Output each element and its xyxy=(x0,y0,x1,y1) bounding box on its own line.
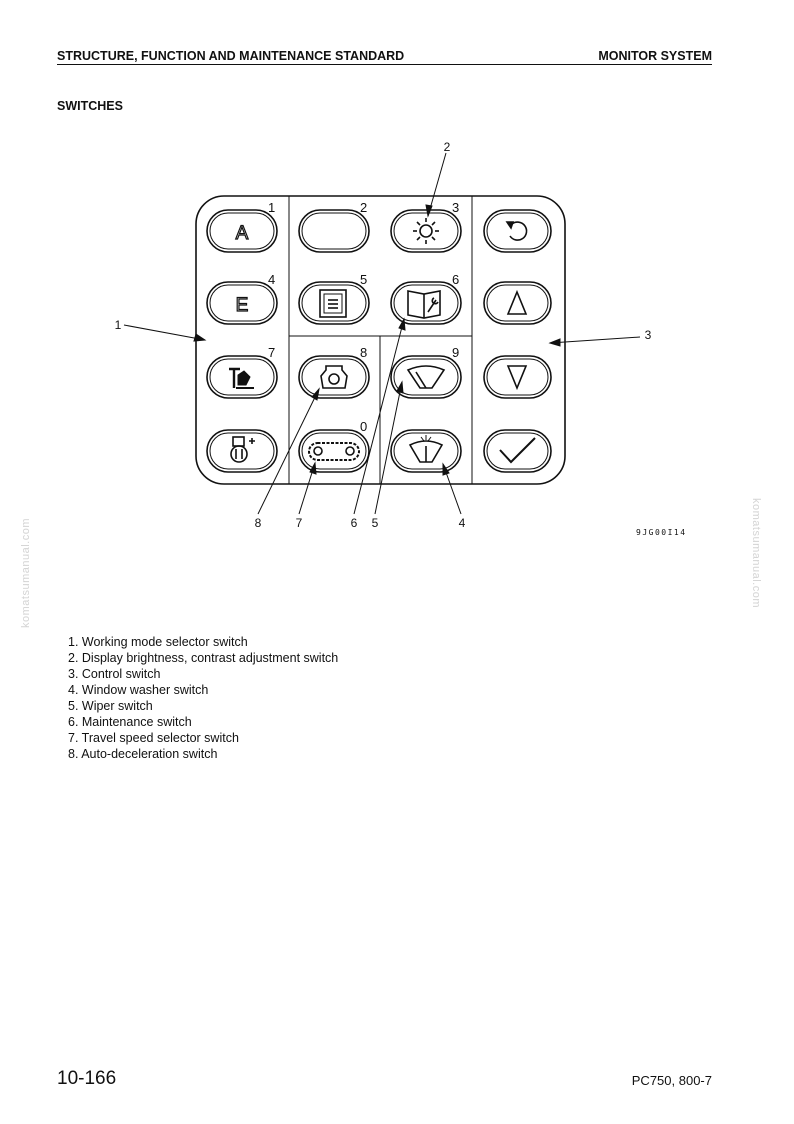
power-mode-button[interactable] xyxy=(206,355,278,399)
button-e[interactable]: E xyxy=(206,281,278,325)
travel-speed-icon xyxy=(230,436,255,463)
callout-lines xyxy=(123,152,641,515)
button-number: 6 xyxy=(452,272,459,287)
callout-8: 8 xyxy=(255,516,262,530)
header-rule xyxy=(57,64,712,65)
legend-item: 2. Display brightness, contrast adjustme… xyxy=(68,651,339,665)
button-number: 7 xyxy=(268,345,275,360)
track-button[interactable] xyxy=(298,429,370,473)
up-button[interactable] xyxy=(483,281,552,325)
callout-4: 4 xyxy=(459,516,466,530)
return-button[interactable] xyxy=(483,209,552,253)
legend-item: 4. Window washer switch xyxy=(68,683,209,697)
button-a[interactable]: A xyxy=(206,209,278,253)
legend-item: 3. Control switch xyxy=(68,667,161,681)
check-icon xyxy=(499,437,536,464)
header-left-title: STRUCTURE, FUNCTION AND MAINTENANCE STAN… xyxy=(57,49,405,63)
button-number: 5 xyxy=(360,272,367,287)
letter-a: A xyxy=(236,223,249,244)
travel-speed-button[interactable] xyxy=(206,429,278,473)
menu-icon xyxy=(319,289,347,318)
button-number: 9 xyxy=(452,345,459,360)
figure-code: 9JG00I14 xyxy=(636,528,687,537)
down-button[interactable] xyxy=(483,355,552,399)
button-number: 1 xyxy=(268,200,275,215)
legend-list: 1. Working mode selector switch 2. Displ… xyxy=(68,634,338,762)
page-number: 10-166 xyxy=(57,1068,117,1089)
watermark-right: komatsumanual.com xyxy=(750,498,762,608)
legend-item: 1. Working mode selector switch xyxy=(68,635,248,649)
legend-item: 8. Auto-deceleration switch xyxy=(68,747,218,761)
washer-icon xyxy=(408,435,444,463)
maintenance-book-icon xyxy=(407,290,441,319)
button-2[interactable] xyxy=(298,209,370,253)
callout-5: 5 xyxy=(372,516,379,530)
menu-button[interactable] xyxy=(298,281,370,325)
button-number: 0 xyxy=(360,419,367,434)
brightness-button[interactable] xyxy=(390,209,462,253)
power-mode-icon xyxy=(229,367,254,389)
header-right-title: MONITOR SYSTEM xyxy=(598,49,712,63)
maintenance-button[interactable] xyxy=(390,281,462,325)
wiper-button[interactable] xyxy=(390,355,462,399)
button-number: 2 xyxy=(360,200,367,215)
auto-decel-icon xyxy=(320,365,348,389)
wiper-icon xyxy=(406,365,446,389)
track-icon xyxy=(308,442,360,461)
washer-button[interactable] xyxy=(390,429,462,473)
callout-2: 2 xyxy=(444,140,451,154)
callout-3: 3 xyxy=(645,328,652,342)
model-number: PC750, 800-7 xyxy=(631,1073,712,1088)
section-title: SWITCHES xyxy=(57,99,123,113)
callout-1: 1 xyxy=(115,318,122,332)
button-number: 8 xyxy=(360,345,367,360)
button-number: 4 xyxy=(268,272,275,287)
up-triangle-icon xyxy=(506,289,528,315)
down-triangle-icon xyxy=(506,365,528,391)
legend-item: 5. Wiper switch xyxy=(68,699,153,713)
watermark-left: komatsumanual.com xyxy=(20,518,32,628)
switch-panel-figure: A 1 2 3 E 4 xyxy=(115,140,687,537)
sun-icon xyxy=(413,218,439,244)
confirm-button[interactable] xyxy=(483,429,552,473)
return-icon xyxy=(509,221,528,241)
button-number: 3 xyxy=(452,200,459,215)
auto-decel-button[interactable] xyxy=(298,355,370,399)
legend-item: 7. Travel speed selector switch xyxy=(68,731,239,745)
callout-6: 6 xyxy=(351,516,358,530)
letter-e: E xyxy=(236,295,249,316)
callout-7: 7 xyxy=(296,516,303,530)
legend-item: 6. Maintenance switch xyxy=(68,715,192,729)
